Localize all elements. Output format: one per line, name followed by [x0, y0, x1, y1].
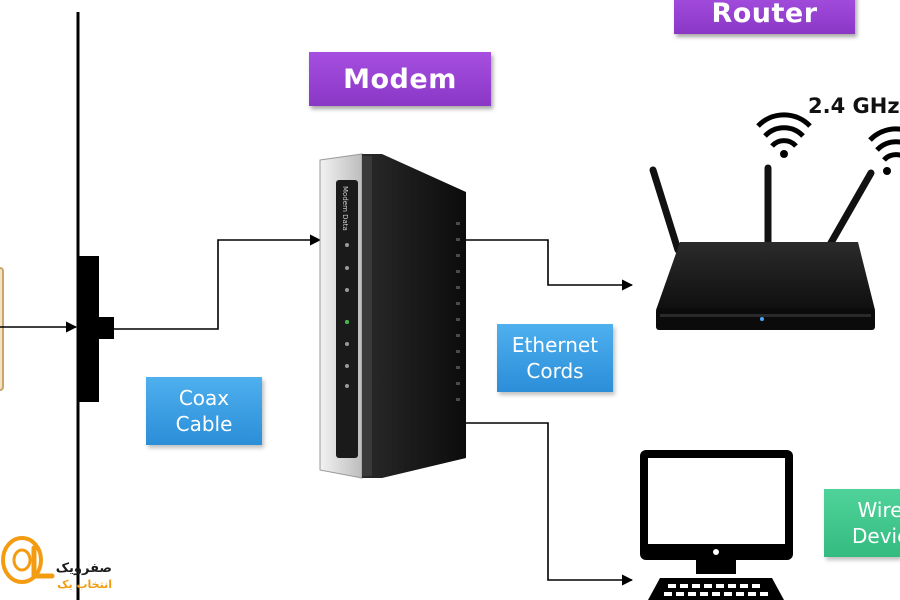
coax-to-modem-arrow [114, 234, 322, 330]
router-icon [649, 164, 875, 330]
watermark-logo-icon [1, 536, 55, 584]
modem-to-router-arrow [466, 239, 634, 291]
watermark-line-2: انتخاب یک [57, 578, 112, 591]
watermark-line-1: صفرویک [55, 561, 112, 576]
modem-to-computer-arrow [466, 422, 634, 586]
watermark-text: صفرویک انتخاب یک [40, 561, 112, 593]
keyboard-icon [648, 578, 784, 600]
modem-icon: Modem Data [319, 153, 466, 479]
desktop-computer-icon [640, 450, 793, 574]
wall-outlet-icon [0, 267, 4, 391]
router-label: Router [674, 0, 855, 34]
wifi-icon-right [868, 126, 900, 175]
wall-plate [79, 256, 114, 402]
wifi-icon [756, 112, 812, 158]
modem-label: Modem [309, 52, 491, 106]
frequency-label: 2.4 GHz [808, 94, 900, 118]
coax-cable-label: Coax Cable [146, 377, 262, 445]
ethernet-cords-label: Ethernet Cords [497, 324, 613, 392]
wireless-devices-label: Wire Devic [824, 489, 900, 557]
modem-print: Modem Data [341, 186, 349, 231]
